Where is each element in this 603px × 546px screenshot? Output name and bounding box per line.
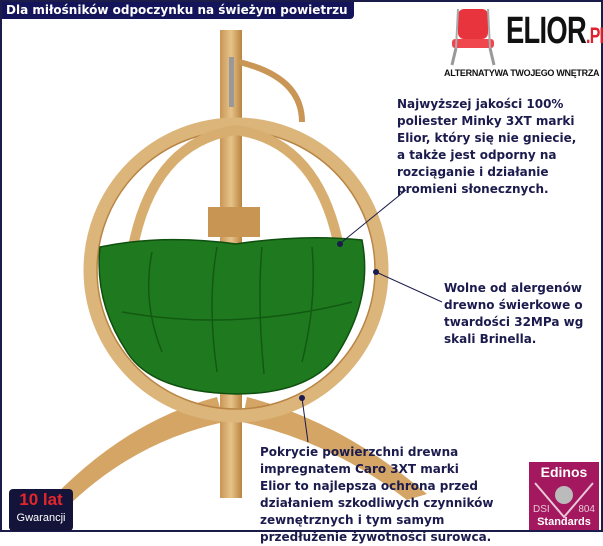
logo-brand: ELIOR.PL [506, 10, 603, 52]
warranty-badge: 10 lat Gwarancji [9, 489, 73, 531]
pointer-coating [301, 397, 309, 443]
ring-arch [127, 124, 345, 253]
stand-leg-left [44, 397, 224, 510]
certificate-number: 804 [578, 504, 595, 515]
elior-logo[interactable]: ELIOR.PL ALTERNATYWA TWOJEGO WNĘTRZA [442, 6, 603, 82]
certificate-standards: Standards [537, 516, 591, 528]
stand-arm [238, 59, 305, 123]
pointer-wood [375, 271, 443, 303]
hanging-chair-illustration [44, 30, 443, 510]
warranty-label: Gwarancji [16, 512, 66, 524]
red-chair-icon [450, 8, 496, 66]
edinos-certificate-badge: Edinos DSI 804 Standards [529, 462, 599, 530]
pointer-fabric [341, 189, 407, 243]
stand-leg-right [242, 397, 427, 500]
feature-wood: Wolne od alergenów drewno świerkowe o tw… [444, 281, 584, 346]
logo-tagline: ALTERNATYWA TWOJEGO WNĘTRZA [444, 68, 600, 78]
certificate-v-icon [534, 482, 594, 519]
banner-title: Dla miłośników odpoczynku na świeżym pow… [2, 2, 354, 19]
green-cushion [98, 237, 366, 395]
warranty-years: 10 lat [19, 490, 63, 509]
wooden-ring [83, 117, 389, 423]
certificate-dsi: DSI [533, 504, 550, 515]
spring-hook [229, 57, 234, 107]
feature-coating: Pokrycie powierzchni drewna impregnatem … [260, 445, 494, 544]
certificate-name: Edinos [540, 464, 588, 480]
feature-fabric: Najwyższej jakości 100% poliester Minky … [397, 97, 577, 196]
